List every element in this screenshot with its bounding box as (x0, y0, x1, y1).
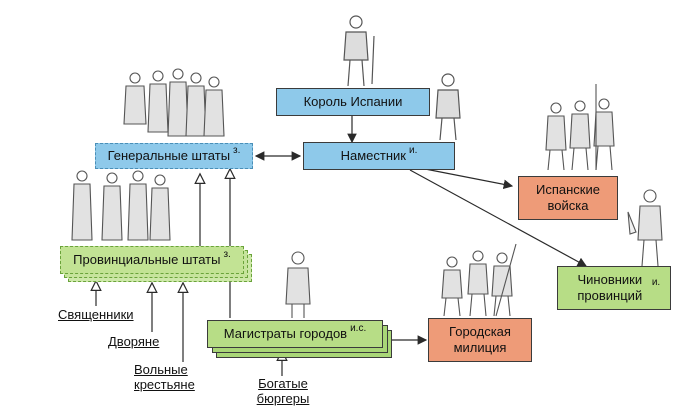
general-states-label: Генеральные штаты (107, 148, 231, 163)
troops-figures (545, 84, 615, 171)
label-free-peasants: Вольные крестьяне (134, 362, 195, 392)
label-clergy: Священники (58, 307, 134, 322)
officials-mark: и. (651, 277, 661, 288)
king-figure (343, 15, 375, 87)
provincial-states-mark: з. (223, 249, 231, 260)
king-label: Король Испании (303, 94, 403, 109)
official-figure (627, 189, 663, 267)
general-states-box: Генеральные штаты з. (95, 143, 253, 169)
label-rich-burghers: Богатые бюргеры (256, 376, 310, 406)
officials-box: Чиновники провинций и. (557, 266, 671, 310)
king-box: Король Испании (276, 88, 430, 116)
militia-figures (441, 243, 517, 317)
spanish-troops-label: Испанские войска (536, 182, 600, 213)
link-viceroy-troops (419, 167, 514, 190)
militia-label: Городская милиция (449, 324, 511, 355)
viceroy-box: Наместник и. (303, 142, 455, 170)
general-states-mark: з. (233, 145, 241, 156)
spanish-troops-box: Испанские войска (518, 176, 618, 220)
viceroy-label: Наместник (340, 148, 406, 163)
burgher-figure (285, 251, 311, 318)
magistrates-box: Магистраты городов и.с. (207, 320, 383, 348)
viceroy-figure (435, 73, 461, 141)
magistrates-label: Магистраты городов (223, 326, 348, 341)
provincial-states-label: Провинциальные штаты (73, 252, 221, 267)
general-states-figures (123, 68, 225, 137)
provincial-states-figures (71, 170, 171, 241)
militia-box: Городская милиция (428, 318, 532, 362)
officials-label: Чиновники провинций (577, 272, 643, 303)
provincial-states-box: Провинциальные штаты з. (60, 246, 244, 274)
magistrates-mark: и.с. (350, 323, 367, 334)
label-nobles: Дворяне (108, 334, 160, 349)
viceroy-mark: и. (409, 145, 418, 156)
link-viceroy-officials (409, 169, 588, 267)
